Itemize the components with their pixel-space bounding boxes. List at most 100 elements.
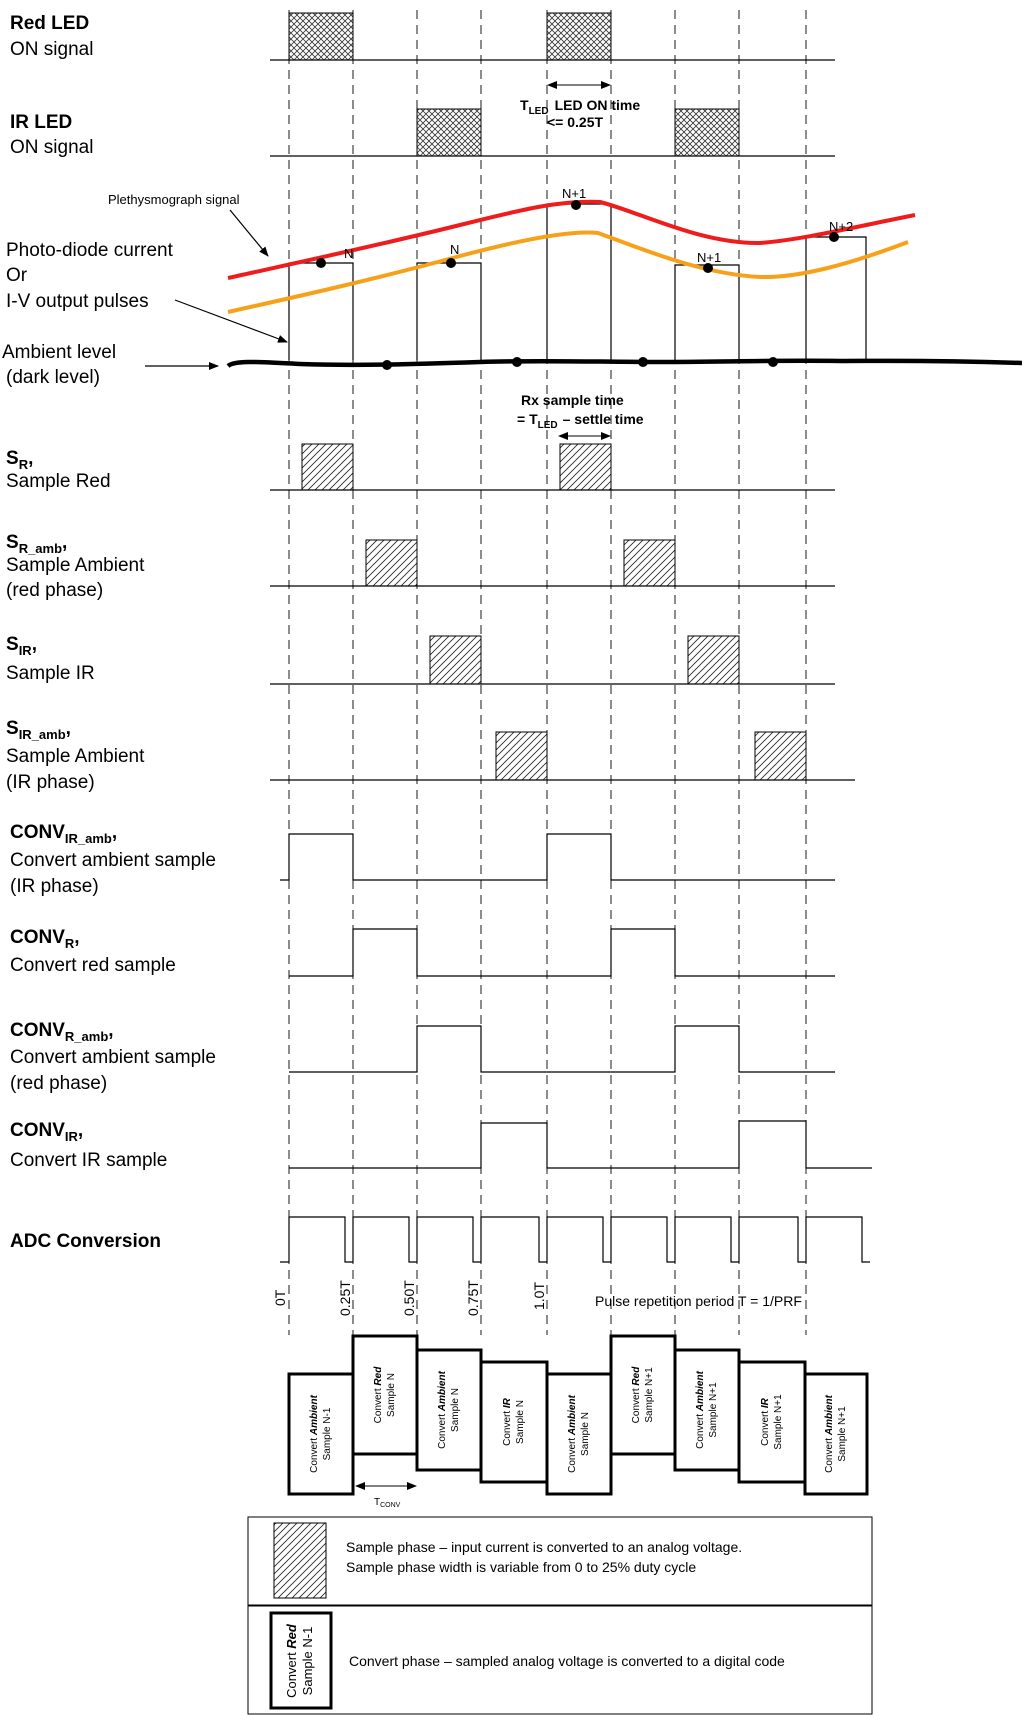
tled-rest: LED ON time	[555, 97, 641, 113]
svg-text:SIR_amb,: SIR_amb,	[6, 718, 71, 742]
point-n1-red: N+1	[562, 186, 586, 201]
sir-amb-desc: Sample Ambient	[6, 746, 145, 767]
photo-line3: I-V output pulses	[6, 291, 149, 312]
svg-text:Convert Red: Convert Red	[631, 1366, 642, 1424]
point-n2-red: N+2	[829, 219, 853, 234]
svg-text:Sample N+1: Sample N+1	[644, 1367, 655, 1423]
point-n-ir: N	[450, 242, 459, 257]
period-label: Pulse repetition period T = 1/PRF	[595, 1293, 802, 1309]
ir-led-row: IR LED ON signal	[10, 108, 835, 158]
rx-sub: LED	[538, 420, 558, 431]
legend: Sample phase – input current is converte…	[247, 1516, 873, 1715]
tled-sub: LED	[529, 106, 549, 117]
ir-pleth-signal	[227, 230, 909, 314]
pleth-label: Plethysmograph signal	[108, 192, 240, 207]
conv-r-amb-desc2: (red phase)	[10, 1073, 107, 1094]
tled-main: T	[520, 97, 529, 113]
sr-row: SR, Sample Red	[6, 443, 835, 492]
ambient-line2: (dark level)	[6, 367, 100, 388]
svg-text:SR,: SR,	[6, 448, 33, 472]
sir-amb-desc2: (IR phase)	[6, 772, 95, 793]
svg-text:Convert Ambient: Convert Ambient	[309, 1394, 320, 1472]
svg-text:CONVIR_amb,: CONVIR_amb,	[10, 822, 117, 846]
tconv-main: T	[374, 1497, 380, 1508]
rx-annotation: Rx sample time = TLED – settle time	[517, 392, 644, 440]
svg-text:Convert Ambient: Convert Ambient	[824, 1394, 835, 1472]
conv-r-row: CONVR, Convert red sample	[10, 927, 835, 977]
red-led-row: Red LED ON signal	[10, 12, 835, 61]
svg-text:Sample N: Sample N	[580, 1412, 591, 1456]
tick-3: 0.75T	[465, 1280, 481, 1316]
rx-rest: – settle time	[563, 411, 644, 427]
svg-text:Sample N+1: Sample N+1	[773, 1394, 784, 1450]
tled-annotation: TLED LED ON time <= 0.25T	[520, 81, 640, 130]
conv-r-desc: Convert red sample	[10, 955, 176, 976]
svg-text:TCONV: TCONV	[374, 1497, 401, 1509]
svg-text:Sample N: Sample N	[450, 1388, 461, 1432]
conv-ir-amb-desc2: (IR phase)	[10, 876, 99, 897]
svg-text:Sample N-1: Sample N-1	[322, 1407, 333, 1460]
svg-text:Convert Ambient: Convert Ambient	[567, 1394, 578, 1472]
rx-line1: Rx sample time	[521, 392, 624, 408]
sir-row: SIR, Sample IR	[6, 634, 835, 685]
ambient-section: Ambient level (dark level)	[2, 342, 1023, 388]
sr-desc: Sample Red	[6, 471, 111, 492]
svg-text:Sample N: Sample N	[386, 1373, 397, 1417]
conv-ir-desc: Convert IR sample	[10, 1150, 167, 1171]
red-pleth-signal	[227, 199, 916, 280]
legend-convert-text: Convert phase – sampled analog voltage i…	[349, 1653, 785, 1669]
photo-line2: Or	[6, 265, 28, 286]
svg-text:Sample N+1: Sample N+1	[708, 1382, 719, 1438]
tick-1: 0.25T	[337, 1280, 353, 1316]
time-ticks: 0T 0.25T 0.50T 0.75T 1.0T Pulse repetiti…	[272, 1280, 802, 1316]
conv-ir-amb-row: CONVIR_amb, Convert ambient sample (IR p…	[10, 822, 835, 897]
svg-text:Sample N-1: Sample N-1	[300, 1627, 315, 1696]
red-led-desc: ON signal	[10, 39, 93, 60]
sr-amb-desc: Sample Ambient	[6, 555, 145, 576]
svg-text:Convert IR: Convert IR	[760, 1397, 771, 1446]
rx-eq: = T	[517, 411, 538, 427]
svg-text:Convert IR: Convert IR	[502, 1397, 513, 1446]
ambient-line1: Ambient level	[2, 342, 116, 363]
conv-r-amb-row: CONVR_amb, Convert ambient sample (red p…	[10, 1020, 835, 1094]
sr-amb-desc2: (red phase)	[6, 580, 103, 601]
sir-amb-row: SIR_amb, Sample Ambient (IR phase)	[6, 718, 855, 793]
svg-text:Convert Ambient: Convert Ambient	[695, 1370, 706, 1448]
adc-row: ADC Conversion	[10, 1216, 870, 1263]
sr-amb-row: SR_amb, Sample Ambient (red phase)	[6, 532, 835, 601]
red-led-title: Red LED	[10, 13, 89, 34]
point-n-red: N	[344, 246, 353, 261]
svg-text:Convert Red: Convert Red	[373, 1366, 384, 1424]
svg-text:CONVIR,: CONVIR,	[10, 1120, 83, 1144]
legend-sample-line1: Sample phase – input current is converte…	[346, 1539, 742, 1555]
tick-2: 0.50T	[401, 1280, 417, 1316]
photodiode-section: Plethysmograph signal Photo-diode curren…	[6, 186, 916, 360]
sir-desc: Sample IR	[6, 663, 95, 684]
tconv-sub: CONV	[380, 1502, 401, 1509]
tick-0: 0T	[272, 1289, 288, 1306]
tled-line2: <= 0.25T	[547, 114, 603, 130]
legend-sample-line2: Sample phase width is variable from 0 to…	[346, 1559, 696, 1575]
svg-text:SR_amb,: SR_amb,	[6, 532, 67, 556]
ir-led-title: IR LED	[10, 112, 72, 133]
svg-text:CONVR_amb,: CONVR_amb,	[10, 1020, 114, 1044]
photo-line1: Photo-diode current	[6, 240, 174, 261]
ir-led-desc: ON signal	[10, 137, 93, 158]
tick-4: 1.0T	[531, 1282, 547, 1310]
svg-text:CONVR,: CONVR,	[10, 927, 80, 951]
svg-text:= TLED– settle time: = TLED – settle time	[517, 411, 644, 431]
svg-text:Sample N+1: Sample N+1	[837, 1406, 848, 1462]
conv-r-amb-desc: Convert ambient sample	[10, 1047, 216, 1068]
svg-text:Sample N: Sample N	[515, 1400, 526, 1444]
point-n1-ir: N+1	[697, 250, 721, 265]
svg-text:Convert Ambient: Convert Ambient	[437, 1370, 448, 1448]
conv-ir-amb-desc: Convert ambient sample	[10, 850, 216, 871]
ambient-signal	[226, 358, 1023, 368]
adc-title: ADC Conversion	[10, 1231, 161, 1252]
conv-ir-row: CONVIR, Convert IR sample	[10, 1120, 872, 1171]
svg-text:SIR,: SIR,	[6, 634, 37, 658]
svg-text:Convert Red: Convert Red	[284, 1623, 299, 1698]
